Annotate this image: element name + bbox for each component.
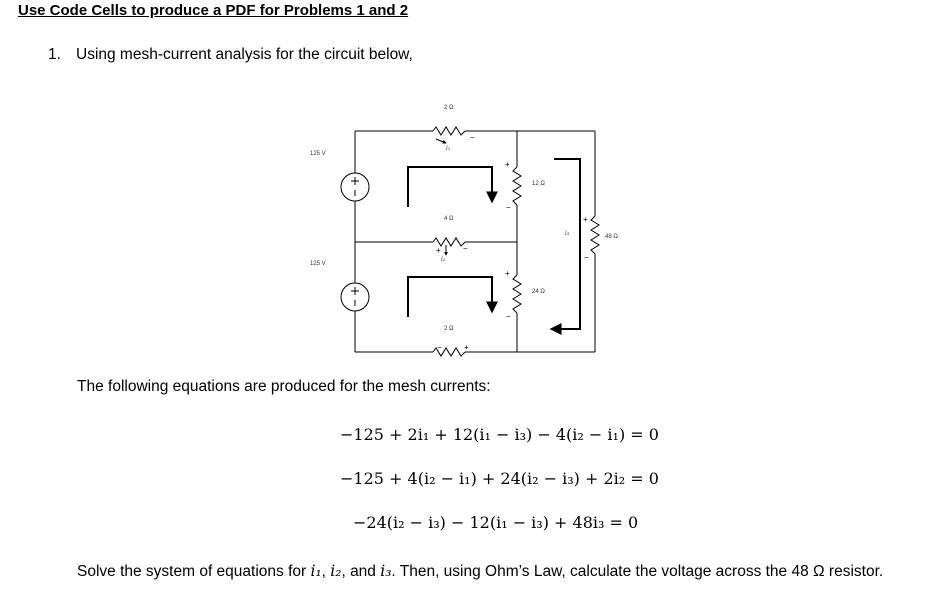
mesh-arrow-i3: [549, 158, 581, 335]
polarity-r24-plus: +: [505, 269, 510, 278]
solve-instruction: Solve the system of equations for i₁, i₂…: [77, 562, 883, 581]
equations-intro: The following equations are produced for…: [77, 378, 491, 395]
label-r-top: 2 Ω: [444, 105, 454, 111]
mesh-arrow-i1: [407, 166, 498, 207]
solve-sep-1: ,: [321, 563, 331, 580]
var-i1: i₁: [310, 562, 322, 580]
var-i2: i₂: [330, 562, 342, 580]
label-source-bottom: 125 V: [310, 261, 326, 267]
equation-mesh-3: −24(i₂ − i₃) − 12(i₁ − i₃) + 48i₃ = 0: [353, 513, 639, 532]
assignment-heading: Use Code Cells to produce a PDF for Prob…: [18, 2, 409, 19]
polarity-r48-plus: +: [583, 215, 588, 224]
label-r-right-top: 12 Ω: [532, 181, 545, 187]
solve-sep-2: , and: [341, 563, 381, 580]
polarity-r24-minus: −: [506, 312, 511, 321]
polarity-bottom-minus: −: [437, 343, 442, 352]
problem-statement: 1. Using mesh-current analysis for the ci…: [48, 46, 413, 64]
label-i1: i₁: [446, 145, 450, 152]
problem-number: 1.: [48, 46, 61, 63]
resistor-far-right: [590, 215, 600, 255]
solve-text-start: Solve the system of equations for: [77, 563, 311, 580]
solve-text-end: . Then, using Ohm’s Law, calculate the v…: [391, 563, 884, 580]
polarity-mid-plus: +: [436, 246, 441, 255]
circuit-diagram: − + − − + + − + − + − 125 V 125 V 2 Ω 4 …: [310, 105, 618, 357]
current-arrow-top: [435, 138, 447, 144]
polarity-r12-plus: +: [505, 160, 510, 169]
label-r-middle: 4 Ω: [444, 216, 454, 222]
polarity-mid-minus: −: [463, 244, 468, 253]
resistor-top: [432, 126, 466, 136]
label-i2: i₂: [441, 256, 446, 263]
resistor-right-bottom: [512, 274, 522, 314]
polarity-r48-minus: −: [584, 253, 589, 262]
label-i3: i₃: [565, 230, 570, 237]
polarity-r12-minus: −: [506, 203, 511, 212]
polarity-top-minus: −: [470, 133, 475, 142]
label-r-far-right: 48 Ω: [605, 234, 618, 240]
resistor-right-top: [512, 166, 522, 206]
voltage-source-bottom: [340, 282, 370, 312]
equation-mesh-2: −125 + 4(i₂ − i₁) + 24(i₂ − i₃) + 2i₂ = …: [340, 469, 659, 488]
label-r-bottom: 2 Ω: [444, 326, 454, 332]
problem-text: Using mesh-current analysis for the circ…: [76, 46, 413, 63]
polarity-bottom-plus: +: [464, 343, 469, 352]
voltage-source-top: [340, 172, 370, 202]
label-source-top: 125 V: [310, 151, 326, 157]
resistor-middle: [432, 237, 466, 247]
equation-mesh-1: −125 + 2i₁ + 12(i₁ − i₃) − 4(i₂ − i₁) = …: [340, 425, 659, 444]
var-i3: i₃: [380, 562, 392, 580]
mesh-arrow-i2: [407, 276, 498, 317]
label-r-right-bottom: 24 Ω: [532, 289, 545, 295]
resistor-bottom: [432, 347, 466, 357]
